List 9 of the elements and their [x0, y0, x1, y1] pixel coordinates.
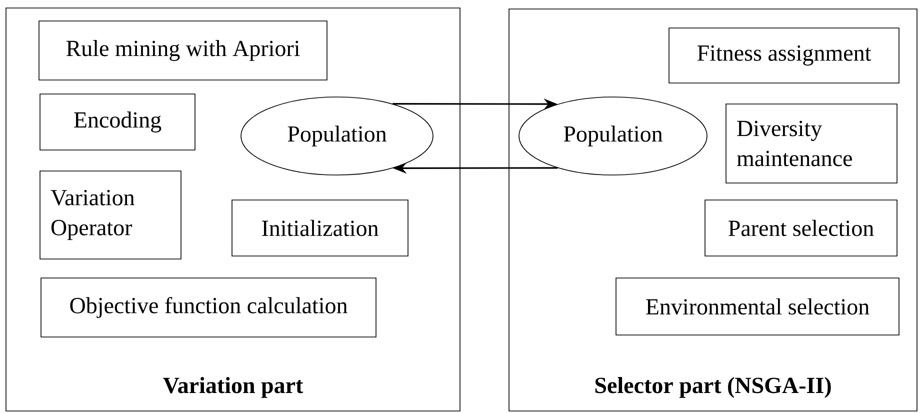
process-box: Initialization	[232, 200, 408, 256]
process-box: Objective function calculation	[40, 278, 376, 338]
process-box: Diversity maintenance	[726, 104, 898, 184]
process-box: Environmental selection	[616, 278, 900, 336]
process-box: Parent selection	[704, 200, 898, 256]
process-box: Variation Operator	[40, 170, 182, 260]
process-box: Encoding	[40, 94, 196, 150]
process-box: Rule mining with Apriori	[38, 20, 328, 80]
process-box: Fitness assignment	[668, 28, 900, 84]
